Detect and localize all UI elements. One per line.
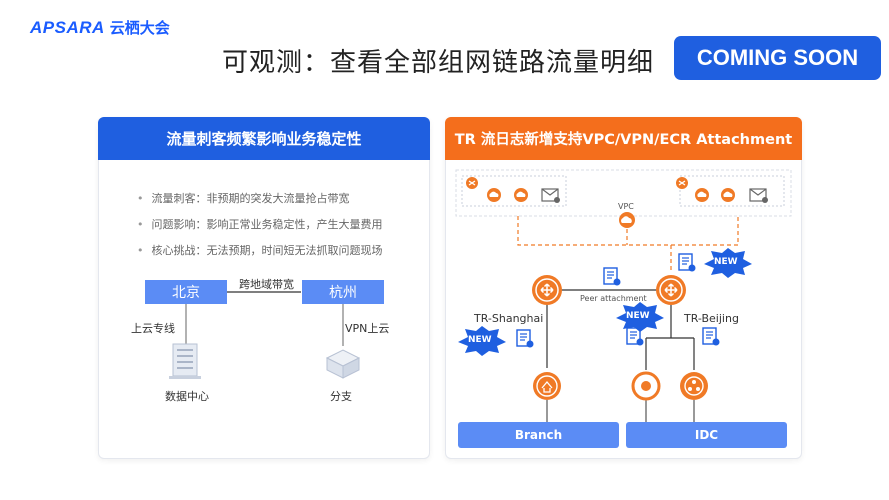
new-badge: NEW: [714, 257, 738, 267]
cross-region-label: 跨地域带宽: [239, 278, 294, 291]
cloud-icon: [695, 188, 709, 202]
mail-check-icon: [541, 188, 560, 203]
cloud-icon: [487, 188, 501, 202]
cloud-icon: [721, 188, 735, 202]
left-diagram-lines: [169, 291, 361, 379]
vpc-cloud-icon: [619, 212, 635, 228]
left-panel-header: 流量刺客频繁影响业务稳定性: [98, 117, 430, 160]
idc-node-icon: [680, 372, 708, 400]
datacenter-icon: [169, 343, 201, 379]
shuffle-icon: [466, 177, 478, 189]
tr-shanghai-label: TR-Shanghai: [474, 312, 544, 325]
dedicated-line-label: 上云专线: [131, 322, 175, 335]
new-badge: NEW: [468, 335, 492, 345]
flow-log-icon: [516, 329, 535, 349]
gateway-icon: [533, 372, 561, 400]
flow-log-icon: [678, 253, 697, 273]
right-diagram: [455, 169, 792, 422]
logo-brand: APSARA: [30, 17, 105, 37]
coming-soon-badge: COMING SOON: [674, 36, 881, 80]
shuffle-icon: [676, 177, 688, 189]
idc-box: IDC: [626, 422, 787, 448]
right-panel: TR 流日志新增支持VPC/VPN/ECR Attachment: [445, 117, 802, 459]
vpn-label: VPN上云: [345, 322, 390, 335]
flow-log-icon: [702, 327, 721, 347]
datacenter-label: 数据中心: [165, 390, 209, 403]
city-beijing-box: 北京: [145, 280, 227, 304]
branch-office-icon: [325, 349, 361, 379]
bullet-item: 问题影响：影响正常业务稳定性，产生大量费用: [137, 216, 383, 232]
left-panel: 流量刺客频繁影响业务稳定性 流量刺客：非预期的突发大流量抢占带宽 问题影响：影响…: [98, 117, 430, 459]
vpc-label: VPC: [618, 202, 634, 211]
bullet-item: 流量刺客：非预期的突发大流量抢占带宽: [137, 190, 383, 206]
city-hangzhou-box: 杭州: [302, 280, 384, 304]
idc-ring-icon: [631, 371, 661, 401]
cloud-icon: [514, 188, 528, 202]
mail-check-icon: [749, 188, 768, 203]
branch-label: 分支: [330, 390, 352, 403]
logo: APSARA 云栖大会: [30, 17, 170, 38]
logo-sub: 云栖大会: [109, 19, 170, 37]
tr-beijing-label: TR-Beijing: [684, 312, 739, 325]
tr-beijing-router-icon: [655, 274, 687, 306]
page-title: 可观测：查看全部组网链路流量明细: [222, 48, 655, 78]
tr-shanghai-router-icon: [531, 274, 563, 306]
bullet-list: 流量刺客：非预期的突发大流量抢占带宽 问题影响：影响正常业务稳定性，产生大量费用…: [137, 190, 383, 268]
new-badge: NEW: [626, 311, 650, 321]
branch-box: Branch: [458, 422, 619, 448]
flow-log-icon: [603, 267, 622, 287]
peer-attachment-label: Peer attachment: [580, 294, 647, 303]
right-panel-header: TR 流日志新增支持VPC/VPN/ECR Attachment: [445, 117, 802, 160]
bullet-item: 核心挑战：无法预期，时间短无法抓取问题现场: [137, 242, 383, 258]
